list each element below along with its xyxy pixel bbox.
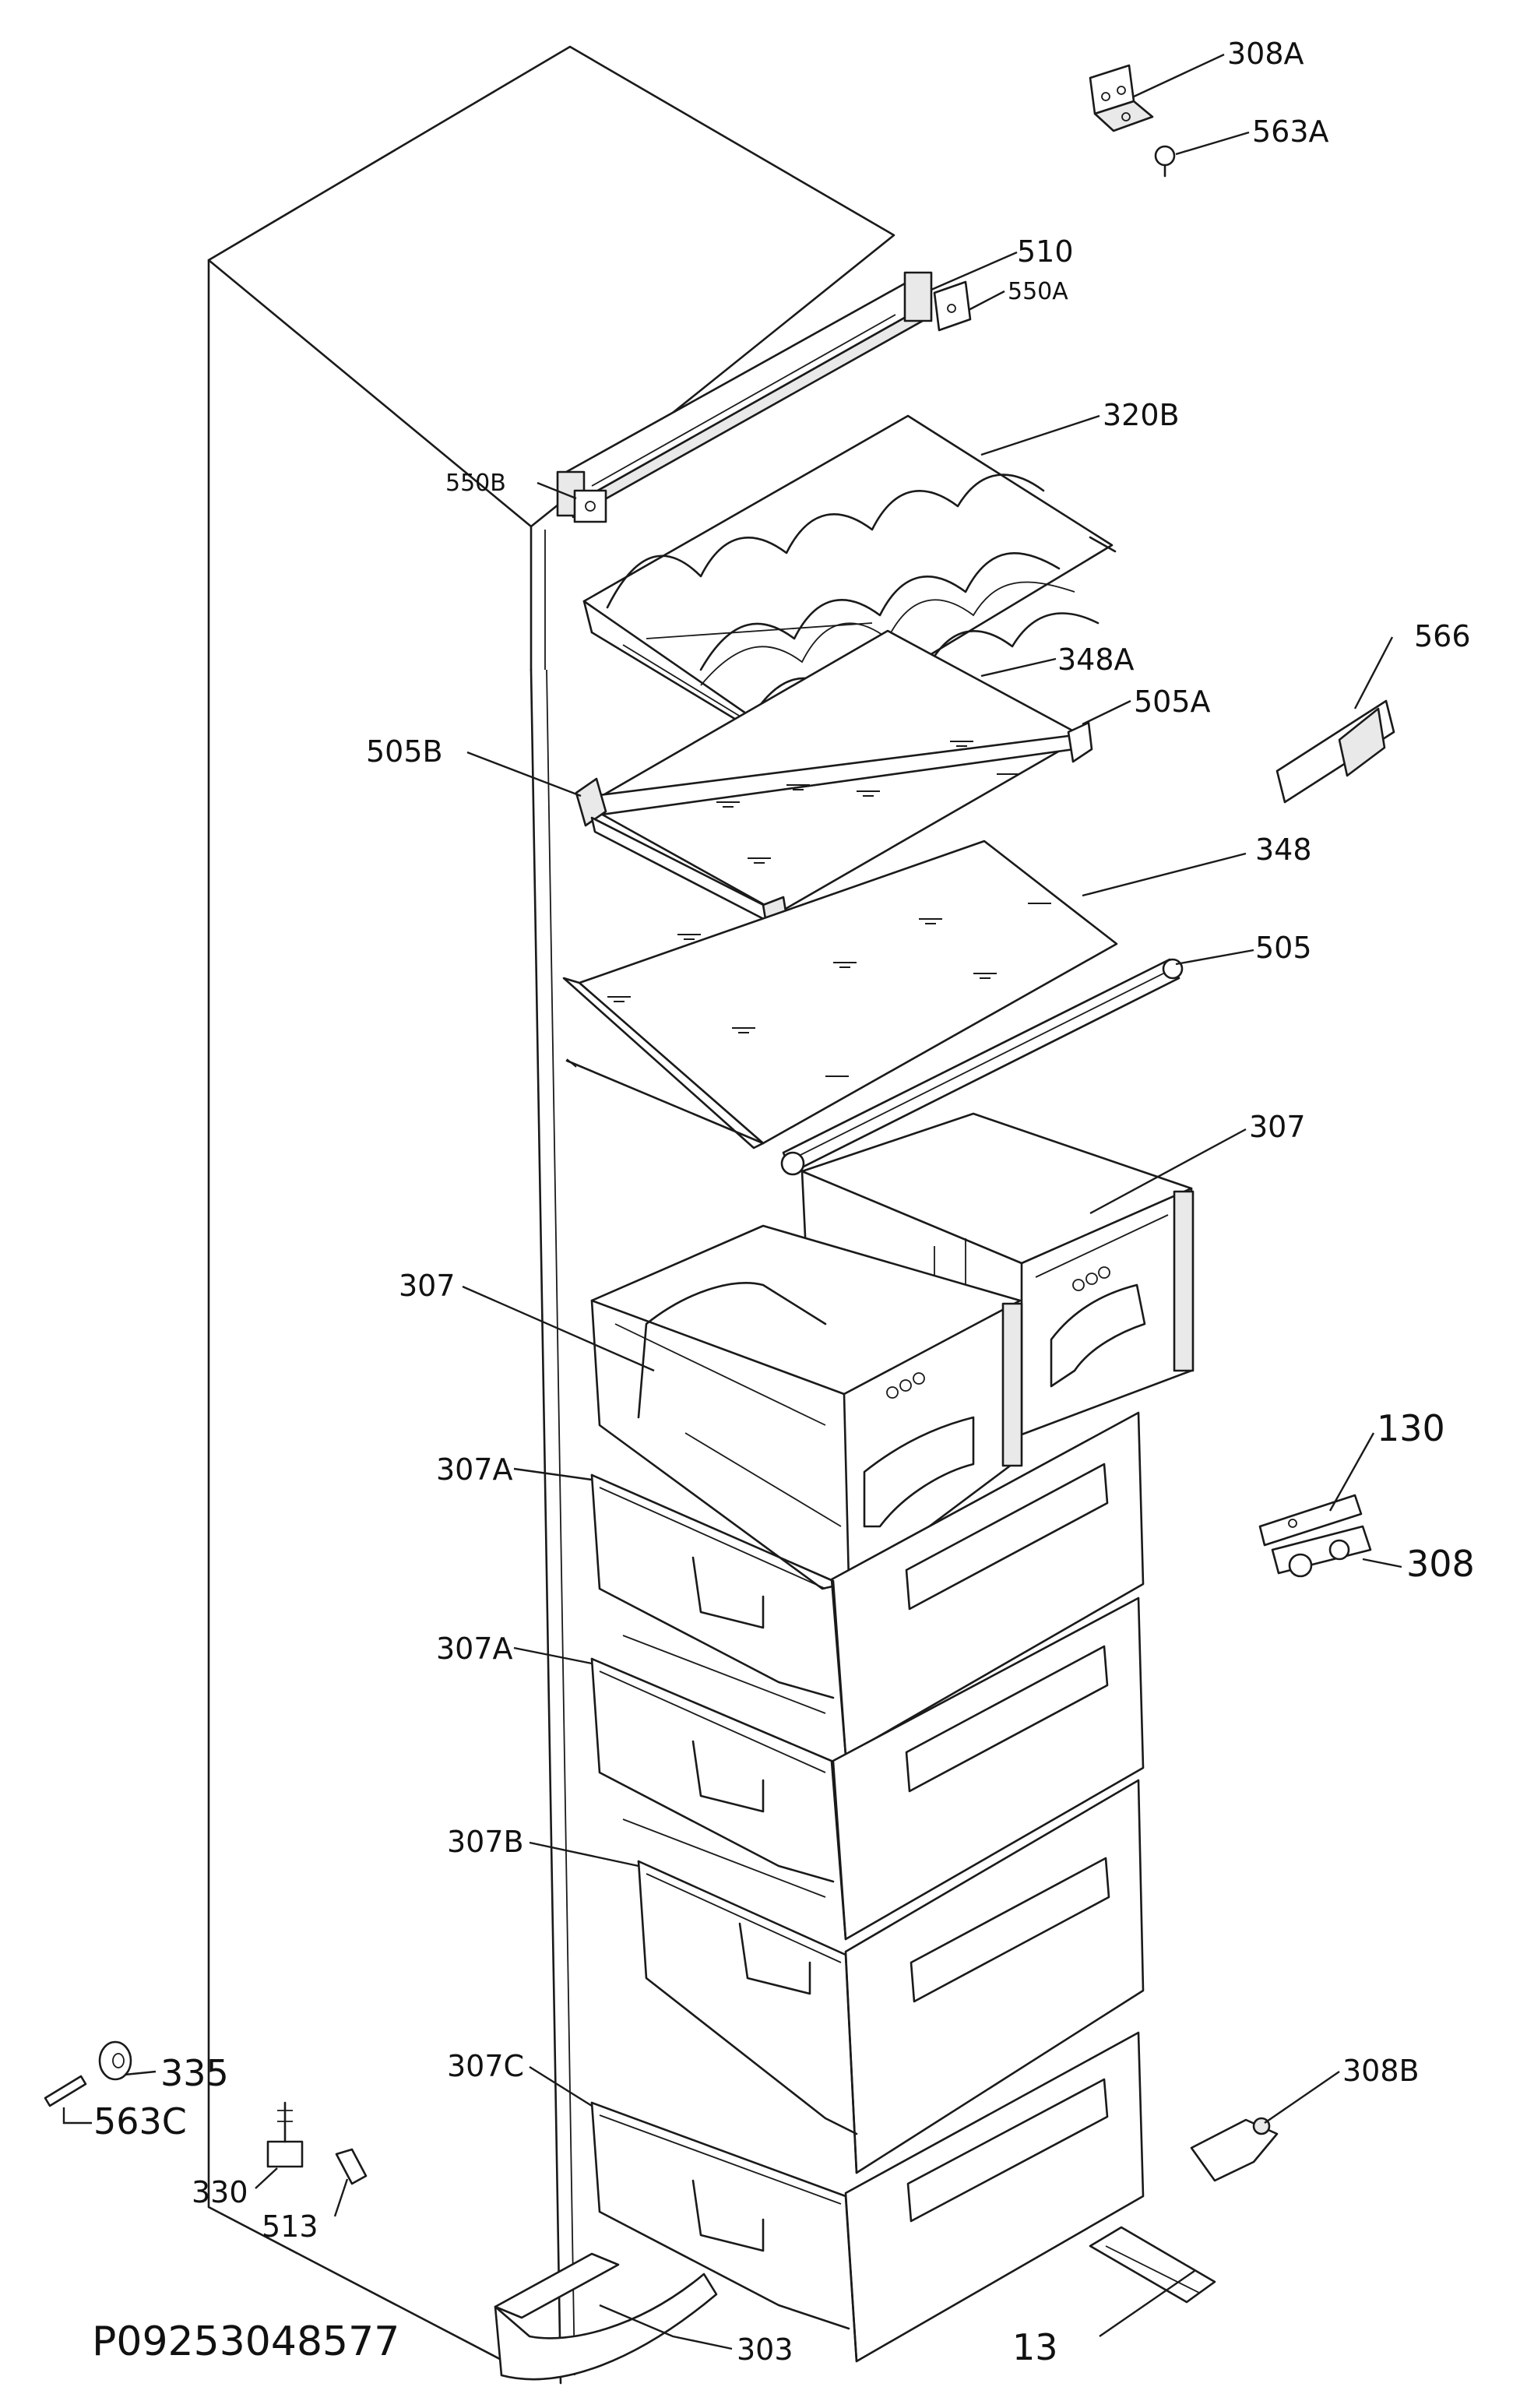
crisper-307-right [800,1112,1195,1436]
label-563c: 563C [93,2100,187,2142]
bracket-550a [933,280,972,332]
drawer-307a-1 [590,1411,1145,1757]
hinge-308 [1271,1525,1372,1578]
drawer-307c [590,2031,1145,2363]
handle-566 [1275,699,1395,804]
glass-shelf-348a [575,629,1093,935]
hinge-308b [1190,2117,1279,2182]
label-307c: 307C [447,2049,524,2083]
label-513: 513 [262,2209,318,2244]
hinge-308a [1089,64,1154,132]
drawer-307b [637,1779,1145,2174]
label-335: 335 [160,2052,229,2094]
label-307b: 307B [447,1825,524,1859]
hinge-130 [1258,1494,1363,1547]
clip-513 [335,2148,368,2185]
labels: 308A 563A 510 550A 550B 320B 348A 505A 5… [92,37,1475,2368]
foot-330 [266,2101,304,2168]
cover-303 [494,2252,718,2381]
label-130: 130 [1377,1407,1445,1449]
label-307-left: 307 [399,1269,456,1303]
label-505: 505 [1255,931,1312,965]
bushing-335 [98,2040,132,2081]
label-348: 348 [1255,833,1312,867]
label-505b: 505B [366,734,443,769]
drawing-code: P09253048577 [92,2318,399,2365]
label-13: 13 [1012,2326,1058,2368]
label-550b: 550B [445,470,506,497]
label-330: 330 [192,2175,248,2209]
label-307a-2: 307A [436,1632,513,1666]
label-550a: 550A [1008,278,1068,305]
leader-lines [62,53,1402,2350]
label-303: 303 [737,2332,793,2367]
drawer-307a-2 [590,1597,1145,1941]
label-566: 566 [1414,619,1471,653]
cabinet [207,45,895,2385]
label-307a-1: 307A [436,1452,513,1487]
label-510: 510 [1017,234,1074,269]
bracket-13 [1089,2226,1216,2304]
screw-563a [1154,145,1176,178]
label-348a: 348A [1057,642,1135,677]
top-rail-510 [556,271,933,523]
label-308a: 308A [1227,37,1304,71]
label-308: 308 [1406,1543,1475,1585]
glass-shelf-348 [562,840,1118,1149]
label-308b: 308B [1342,2054,1420,2088]
label-563a: 563A [1252,114,1329,149]
crisper-307-left [590,1224,1023,1590]
label-505a: 505A [1134,685,1211,719]
label-320b: 320B [1103,398,1180,432]
pin-563c [44,2075,87,2107]
label-307-right: 307 [1249,1110,1306,1144]
